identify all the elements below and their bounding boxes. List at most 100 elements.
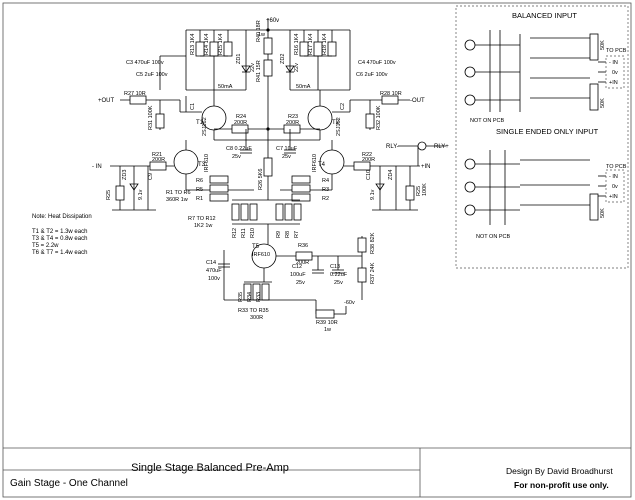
title-block-title: Single Stage Balanced Pre-Amp [131, 462, 289, 474]
resistor-r5 [209, 184, 229, 193]
balanced-plus-in: +IN [609, 80, 618, 86]
label-c1: C1 [190, 103, 196, 110]
label-r39-w: 1w [324, 327, 331, 333]
balanced-to-pcb: TO PCB [606, 48, 627, 54]
single-plus-in: +IN [609, 194, 618, 200]
label-rly-minus: RLY- [386, 144, 399, 150]
relay-contact [417, 141, 427, 151]
label-50ma-left: 50mA [218, 84, 233, 90]
label-r9: R9 [276, 231, 282, 238]
label-r15: R15 1K4 [218, 34, 224, 55]
resistor-r31 [155, 113, 165, 129]
label-t1-part: 2SJ162 [202, 117, 208, 136]
label-c7-v: 25v [282, 154, 291, 160]
resistor-r12 [231, 203, 240, 221]
resistor-r22 [353, 161, 371, 171]
label-t5-part: IRF610 [252, 252, 270, 258]
resistor-r8 [284, 203, 293, 221]
label-50ma-right: 50mA [296, 84, 311, 90]
label-minus-in: - IN [92, 164, 102, 170]
resistor-r10 [249, 203, 258, 221]
resistor-r18 [327, 41, 337, 57]
resistor-r16 [299, 41, 309, 57]
label-r39: R39 10R [316, 320, 338, 326]
label-r13: R13 1K4 [190, 34, 196, 55]
balanced-pot-bottom: 50K [600, 98, 606, 108]
label-r5: R5 [196, 187, 203, 193]
notes-line-3: T5 = 2.2w [32, 243, 59, 249]
resistor-r2 [291, 193, 311, 202]
label-c14: C14 [206, 260, 216, 266]
resistor-r25-right [405, 185, 415, 201]
label-r31: R31 100K [148, 105, 154, 130]
label-r33: R33 [256, 292, 262, 302]
label-plus-in: +IN [421, 164, 431, 170]
resistor-r21 [149, 161, 167, 171]
resistor-r4 [291, 175, 311, 184]
label-c12: C12 [292, 264, 302, 270]
label-r7-to-r12-val: 1K2 1w [194, 223, 212, 229]
label-r1: R1 [196, 196, 203, 202]
label-r32: R32 100K [376, 105, 382, 130]
pot-50k-bottom [589, 83, 599, 111]
label-r25-right: R25 [416, 186, 422, 196]
balanced-pot-top: 50K [600, 40, 606, 50]
label-r22: R22 [362, 152, 372, 158]
label-c13-val: 0.22uF [330, 272, 348, 278]
single-minus-in: - IN [609, 174, 618, 180]
resistor-r27 [129, 95, 147, 105]
balanced-title: BALANCED INPUT [512, 11, 577, 20]
label-plus60: +60v [266, 18, 279, 24]
resistor-r17 [313, 41, 323, 57]
heat-notes: Note: Heat Dissipation T1 & T2 = 1.3w ea… [32, 214, 92, 256]
label-t2: T2 [332, 120, 340, 126]
label-r14: R14 1K4 [204, 34, 210, 55]
label-t3-part: IRF610 [204, 154, 210, 172]
label-r37: R37 24K [370, 262, 376, 284]
resistor-r40 [263, 37, 273, 55]
label-r35: R35 [238, 292, 244, 302]
label-r26: R26 5K6 [258, 169, 264, 190]
zener-zd1-symbol [241, 65, 251, 73]
label-c13-w: 25v [334, 280, 343, 286]
title-block-license: For non-profit use only. [514, 480, 609, 490]
label-r17: R17 1K4 [308, 34, 314, 55]
resistor-r33 [261, 283, 270, 301]
resistor-r26 [263, 157, 273, 177]
label-r12: R12 [232, 228, 238, 238]
label-22v-left: 22v [250, 63, 256, 72]
label-c3: C3 470uF 100v [126, 60, 164, 66]
label-c2: C2 [340, 103, 346, 110]
main-circuit [110, 18, 446, 319]
title-block-subtitle: Gain Stage - One Channel [10, 478, 128, 489]
pot-50k-single [589, 193, 599, 221]
resistor-r25-left [115, 185, 125, 201]
label-r21-val: 200R [152, 157, 165, 163]
single-pot: 50K [600, 208, 606, 218]
transistor-t3 [173, 149, 199, 175]
label-out-neg: -OUT [410, 98, 425, 104]
resistor-r38 [357, 237, 367, 253]
label-zd2: ZD2 [280, 54, 286, 64]
resistor-r37 [357, 267, 367, 283]
single-ended-wiring [464, 150, 625, 225]
label-r24: R24 [236, 114, 246, 120]
transistor-t2 [307, 105, 333, 131]
label-r40-w: 1w [258, 32, 265, 38]
label-zd3: ZD3 [122, 170, 128, 180]
label-zd1: ZD1 [236, 54, 242, 64]
resistor-r14 [209, 41, 219, 57]
resistor-r11 [240, 203, 249, 221]
resistor-r39 [315, 309, 335, 319]
label-r28: R28 10R [380, 91, 402, 97]
resistor-r1 [209, 193, 229, 202]
label-r38: R38 82K [370, 232, 376, 254]
label-9v-right: 9.1v [370, 189, 376, 200]
label-r22-val: 200R [362, 157, 375, 163]
component-labels: +60v R40 18R 1w R41 15R R13 1K4 R14 1K4 … [92, 18, 449, 333]
label-r2: R2 [322, 196, 329, 202]
label-zd4: ZD4 [388, 170, 394, 180]
label-c12-w: 25v [296, 280, 305, 286]
resistor-r6 [209, 175, 229, 184]
